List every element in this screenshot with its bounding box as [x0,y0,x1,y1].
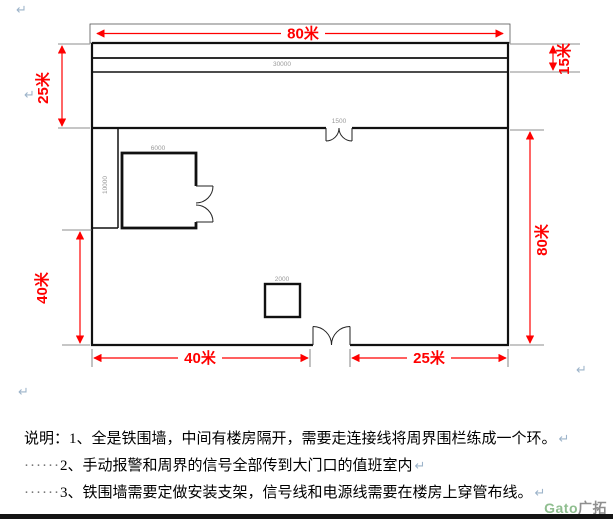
bottom-bar [0,514,613,519]
extension-lines [58,43,580,367]
note-line-3[interactable]: ······3、铁围墙需要定做安装支架，信号线和电源线需要在楼房上穿管布线。↵ [24,480,606,507]
door-swing-arc [325,127,340,142]
watermark-cn: 广拓 [578,500,607,516]
double-door-room [195,185,214,223]
door-swing-arc [312,326,332,346]
cad-dim-text: 6000 [151,145,166,152]
note-line-2[interactable]: ······2、手动报警和周界的信号全部传到大门口的值班室内↵ [24,453,606,480]
paragraph-mark: ↵ [16,3,27,18]
space-marks: ······ [24,458,60,474]
cad-dim-text: 10000 [102,176,109,194]
cad-dim-text: 30000 [273,61,291,68]
note-text: 2、手动报警和周界的信号全部传到大门口的值班室内 [59,458,413,474]
label-backing [407,350,451,366]
wall-outline [90,41,510,347]
watermark-latin: Gato [544,500,578,516]
cad-dim-text: 2000 [275,276,290,283]
double-door-gate [312,326,351,346]
double-door-middle [325,127,353,142]
dimension-label-top-80m: 80米 [287,25,320,43]
dimension-label-right-80m: 80米 [533,223,551,256]
space-marks: ······ [24,485,60,501]
label-backing [281,25,325,42]
paragraph-mark: ↵ [558,432,570,447]
label-backing [178,350,222,366]
paragraph-mark: ↵ [534,486,546,501]
floor-plan: ↵ ↵ ↵ ↵ 80米 [16,3,587,400]
notes-block: 说明：1、全是铁围墙，中间有楼房隔开，需要走连接线将周界围栏练成一个环。↵ ··… [24,426,606,507]
door-swing-arc [195,185,214,204]
note-line-1[interactable]: 说明：1、全是铁围墙，中间有楼房隔开，需要走连接线将周界围栏练成一个环。↵ [24,426,606,453]
cad-dim-text: 1500 [332,118,347,125]
dimension-label-bottom-25m: 25米 [413,349,446,367]
paragraph-mark: ↵ [414,459,426,474]
paragraph-mark: ↵ [24,88,35,103]
door-swing-arc [195,204,214,223]
door-swing-arc [331,326,351,346]
dimension-label-left-40m: 40米 [33,271,51,304]
door-swing-arc [338,127,353,142]
inner-room [120,151,198,230]
note-text: 3、铁围墙需要定做安装支架，信号线和电源线需要在楼房上穿管布线。 [59,485,533,501]
paragraph-mark: ↵ [576,363,587,378]
watermark: Gato广拓 [544,498,607,518]
dimension-label-right-15m: 15米 [555,42,573,75]
dimension-label-bottom-40m: 40米 [184,349,217,367]
dimension-label-left-25m: 25米 [34,71,52,104]
small-structure [263,282,302,319]
note-text: 说明：1、全是铁围墙，中间有楼房隔开，需要走连接线将周界围栏练成一个环。 [24,431,557,447]
paragraph-mark: ↵ [18,385,29,400]
